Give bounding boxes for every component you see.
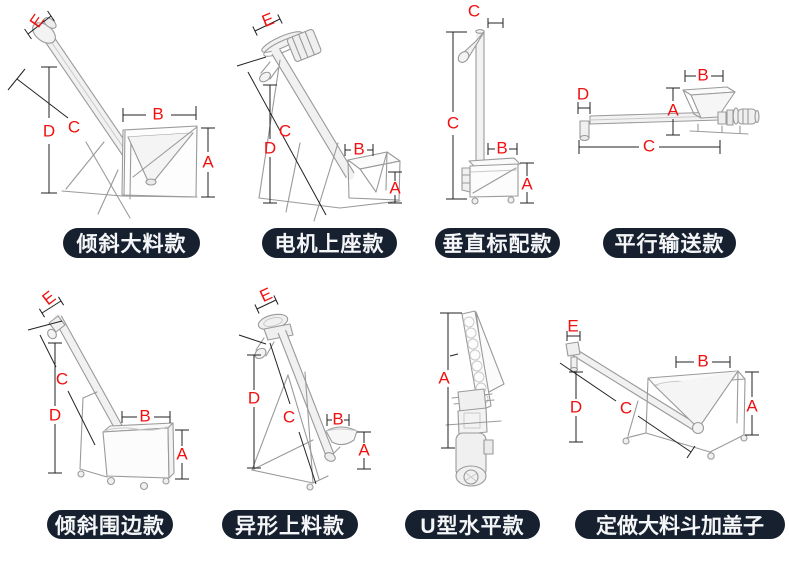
dim-label-a: A xyxy=(389,178,401,198)
drawing-custom-hopper-conveyor xyxy=(559,331,759,460)
dim-label-c: C xyxy=(282,407,296,427)
panel-custom-hopper-cover: E D C B A 定做大料斗加盖子 xyxy=(559,280,789,561)
panel-u-horizontal: A U型水平款 xyxy=(400,280,560,561)
dim-label-a: A xyxy=(746,396,758,416)
panel-motor-top: E D C B A 电机上座款 xyxy=(210,0,410,280)
drawing-inclined-large-conveyor xyxy=(7,10,215,219)
drawing-parallel-conveyor xyxy=(577,70,760,154)
dim-label-d: D xyxy=(247,388,261,408)
dim-label-c: C xyxy=(55,369,69,389)
dim-label-b: B xyxy=(353,139,365,159)
dim-label-b: B xyxy=(139,406,151,426)
drawing-motor-top-conveyor xyxy=(236,14,402,222)
variant-label-vertical-standard: 垂直标配款 xyxy=(435,228,560,258)
dim-label-c: C xyxy=(446,113,460,133)
dim-label-c: C xyxy=(642,136,656,156)
dim-label-c: C xyxy=(278,121,292,141)
dim-label-b: B xyxy=(697,65,709,85)
drawing-inclined-enclosed-conveyor xyxy=(27,296,189,491)
drawing-special-feeding-conveyor xyxy=(238,295,371,491)
variant-label-u-horizontal: U型水平款 xyxy=(405,510,540,539)
variant-label-custom-hopper-cover: 定做大料斗加盖子 xyxy=(575,510,785,539)
panel-inclined-large: E D C B A 倾斜大料款 xyxy=(0,0,215,280)
dim-label-c: C xyxy=(67,117,81,137)
drawing-u-trough-conveyor xyxy=(440,310,505,487)
dim-label-d: D xyxy=(42,121,56,141)
dim-label-b: B xyxy=(332,409,344,429)
dim-label-c: C xyxy=(619,398,633,418)
dim-label-a: A xyxy=(202,152,214,172)
dim-label-d: D xyxy=(263,138,277,158)
drawing-vertical-conveyor xyxy=(446,18,534,205)
variant-label-inclined-enclosed: 倾斜围边款 xyxy=(47,510,173,539)
variant-label-parallel-conveyor: 平行输送款 xyxy=(603,228,736,258)
dim-label-a: A xyxy=(521,174,533,194)
dim-label-c-top: C xyxy=(467,1,481,21)
dim-label-a: A xyxy=(667,100,679,120)
dim-label-d: D xyxy=(48,405,62,425)
dim-label-a: A xyxy=(358,440,370,460)
variant-label-motor-top: 电机上座款 xyxy=(262,228,397,258)
dim-label-e: E xyxy=(567,316,579,336)
dim-label-b: B xyxy=(152,104,164,124)
dim-label-b: B xyxy=(496,138,508,158)
dim-label-d: D xyxy=(576,84,590,104)
panel-vertical-standard: C C B A 垂直标配款 xyxy=(410,0,590,280)
dim-label-d: D xyxy=(569,397,583,417)
variant-label-inclined-large: 倾斜大料款 xyxy=(63,228,200,258)
panel-inclined-enclosed: E D C B A 倾斜围边款 xyxy=(0,280,210,561)
variant-label-special-feeding: 异形上料款 xyxy=(222,510,358,539)
panel-parallel-conveyor: B A D C 平行输送款 xyxy=(570,0,789,280)
dim-label-b: B xyxy=(697,351,709,371)
dim-label-a: A xyxy=(438,368,450,388)
panel-special-feeding: E D C B A 异形上料款 xyxy=(210,280,400,561)
dim-label-a: A xyxy=(176,444,188,464)
